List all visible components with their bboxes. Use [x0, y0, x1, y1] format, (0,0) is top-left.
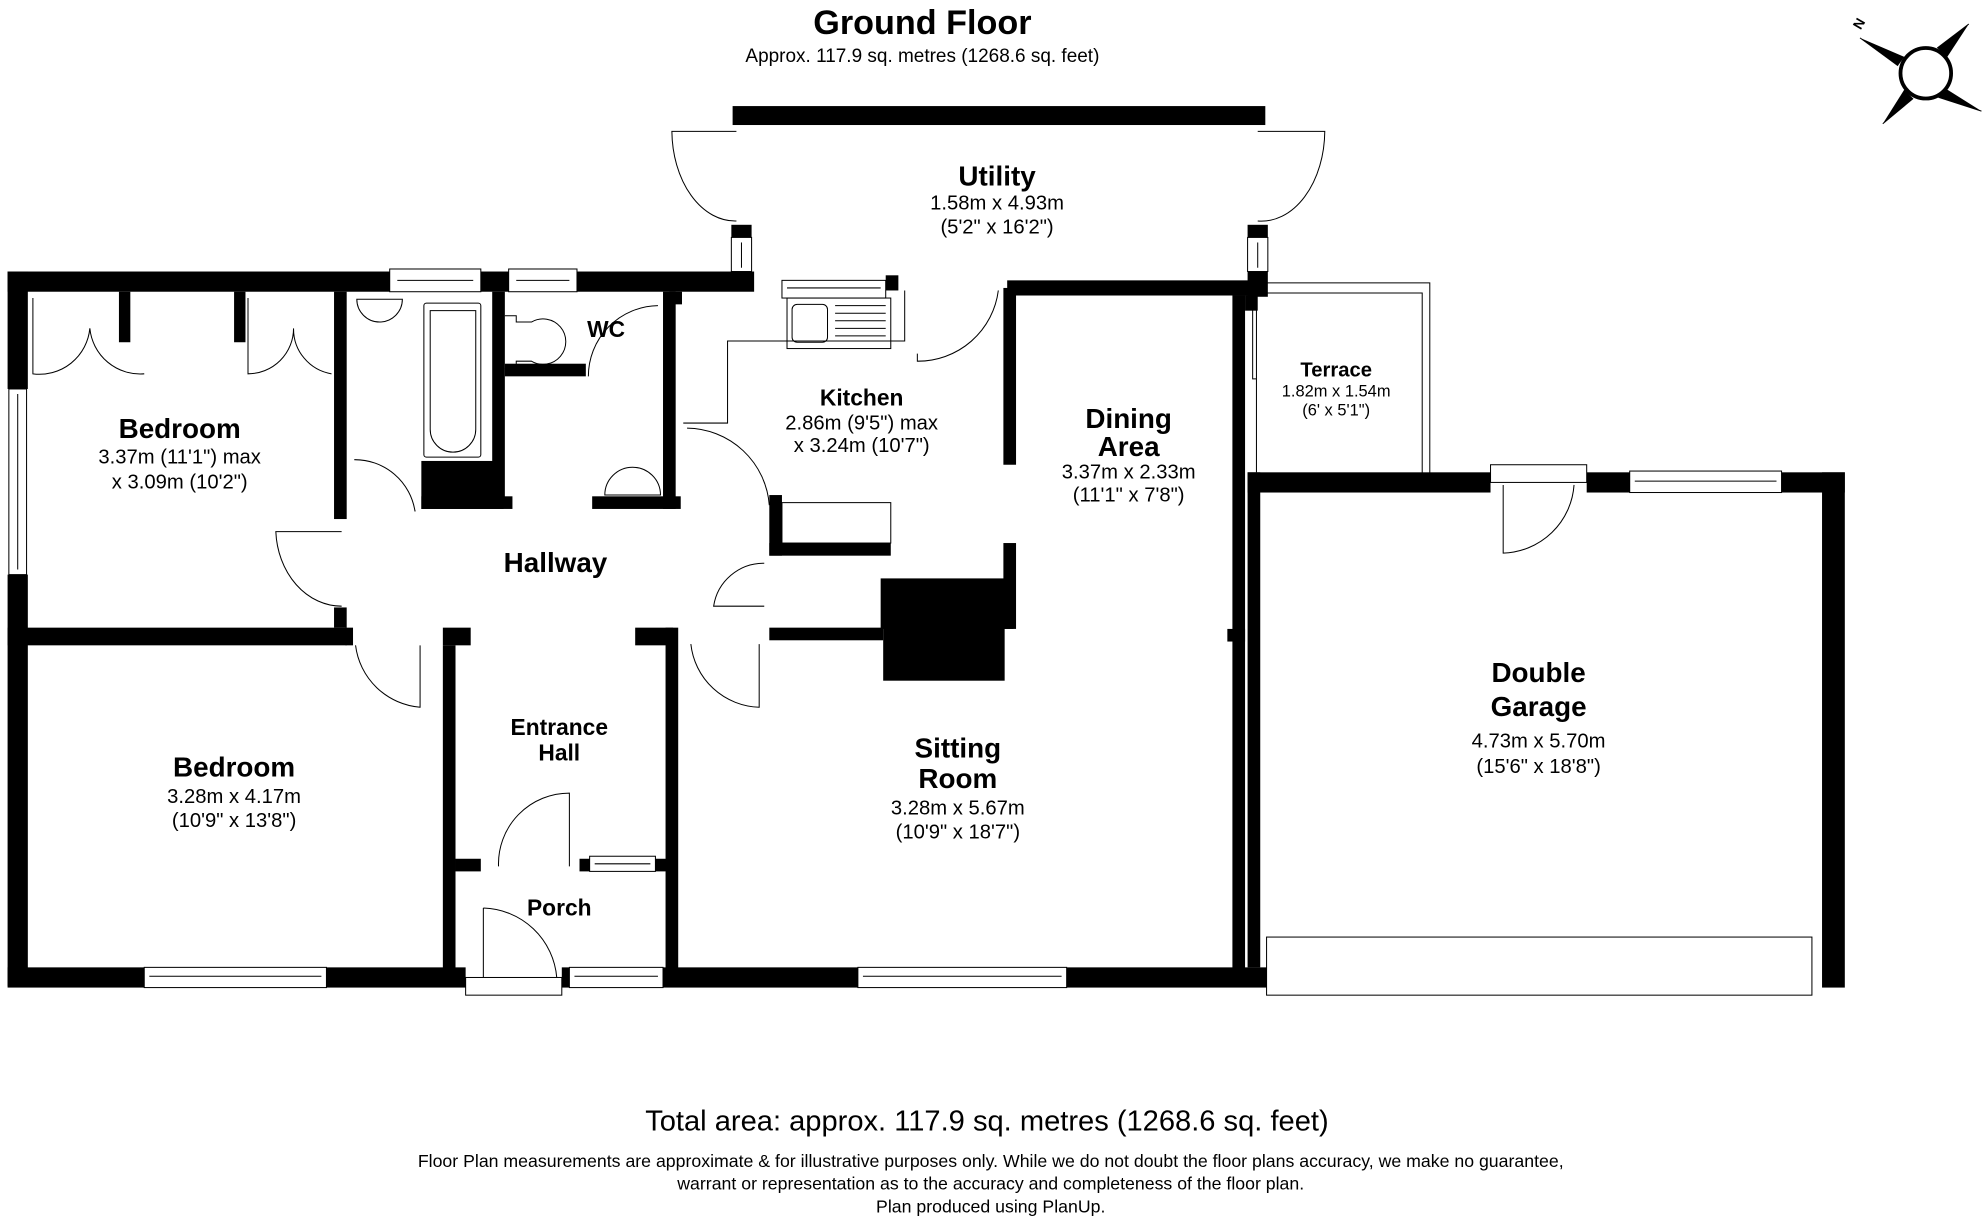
- page-subtitle: Approx. 117.9 sq. metres (1268.6 sq. fee…: [745, 46, 1099, 67]
- room-porch: Porch: [527, 895, 592, 921]
- room-double-garage: Double Garage 4.73m x 5.70m (15'6" x 18'…: [1472, 657, 1606, 778]
- room-dimension-metric: 4.73m x 5.70m: [1472, 731, 1606, 753]
- room-dimension-imperial: (5'2" x 16'2"): [940, 217, 1053, 239]
- compass-north-arrow-icon: N: [1849, 15, 1982, 125]
- basin-icon: [356, 298, 403, 323]
- room-dimension-metric: 3.28m x 4.17m: [167, 786, 301, 808]
- bath-icon: [423, 302, 482, 458]
- room-name: Kitchen: [820, 384, 904, 410]
- room-entrance-hall: Entrance Hall: [511, 714, 608, 765]
- room-name-line2: Room: [918, 763, 997, 794]
- room-name: Hallway: [504, 547, 608, 578]
- room-name-line2: Garage: [1491, 691, 1587, 722]
- room-name-line1: Double: [1491, 657, 1585, 688]
- room-dimension-imperial: (10'9" x 13'8"): [172, 810, 296, 832]
- disclaimer-line-2: warrant or representation as to the accu…: [676, 1174, 1304, 1194]
- toilet-icon: [504, 315, 567, 370]
- room-dimension-line2: x 3.09m (10'2"): [112, 472, 248, 494]
- room-dimension-imperial: (10'9" x 18'7"): [896, 822, 1020, 844]
- room-name: Utility: [958, 161, 1036, 192]
- walls: [7, 106, 1845, 988]
- page-title: Ground Floor: [813, 4, 1031, 42]
- room-hallway: Hallway: [504, 547, 608, 578]
- disclaimer-line-1: Floor Plan measurements are approximate …: [418, 1151, 1564, 1171]
- sink-icon: [786, 297, 892, 350]
- room-name: Porch: [527, 895, 592, 921]
- wc-basin-icon: [604, 466, 661, 496]
- room-name: Bedroom: [119, 413, 241, 444]
- room-dimension-line2: x 3.24m (10'7"): [794, 435, 930, 457]
- room-name: Bedroom: [173, 752, 295, 783]
- windows: [8, 236, 1783, 989]
- room-kitchen: Kitchen 2.86m (9'5") max x 3.24m (10'7"): [785, 384, 938, 457]
- room-dimension-metric: 3.37m x 2.33m: [1062, 462, 1196, 484]
- total-area: Total area: approx. 117.9 sq. metres (12…: [645, 1105, 1328, 1137]
- room-name-line1: Entrance: [511, 714, 608, 740]
- room-bedroom-1: Bedroom 3.37m (11'1") max x 3.09m (10'2"…: [98, 413, 261, 493]
- room-utility: Utility 1.58m x 4.93m (5'2" x 16'2"): [930, 161, 1064, 239]
- room-dimension-metric: 1.58m x 4.93m: [930, 193, 1064, 215]
- room-dimension-metric: 1.82m x 1.54m: [1282, 383, 1391, 401]
- room-name-line2: Hall: [538, 739, 580, 765]
- room-terrace: Terrace 1.82m x 1.54m (6' x 5'1"): [1282, 359, 1391, 419]
- room-name: WC: [587, 316, 625, 342]
- room-dimension-line1: 2.86m (9'5") max: [785, 412, 938, 434]
- room-dining-area: Dining Area 3.37m x 2.33m (11'1" x 7'8"): [1062, 403, 1196, 506]
- room-dimension-imperial: (11'1" x 7'8"): [1073, 484, 1185, 506]
- room-dimension-line1: 3.37m (11'1") max: [98, 446, 261, 468]
- room-name: Terrace: [1300, 359, 1372, 381]
- room-dimension-imperial: (15'6" x 18'8"): [1476, 756, 1600, 778]
- compass-north-label: N: [1849, 15, 1868, 32]
- room-bedroom-2: Bedroom 3.28m x 4.17m (10'9" x 13'8"): [167, 752, 301, 832]
- doors: [275, 130, 1813, 996]
- room-sitting-room: Sitting Room 3.28m x 5.67m (10'9" x 18'7…: [891, 733, 1025, 844]
- room-name-line1: Sitting: [915, 733, 1002, 764]
- room-name-line1: Dining: [1085, 403, 1172, 434]
- room-dimension-metric: 3.28m x 5.67m: [891, 798, 1025, 820]
- fixtures: [32, 297, 892, 496]
- room-name-line2: Area: [1098, 431, 1160, 462]
- room-wc: WC: [587, 316, 625, 342]
- plan-credit: Plan produced using PlanUp.: [876, 1196, 1105, 1216]
- room-dimension-imperial: (6' x 5'1"): [1302, 402, 1370, 420]
